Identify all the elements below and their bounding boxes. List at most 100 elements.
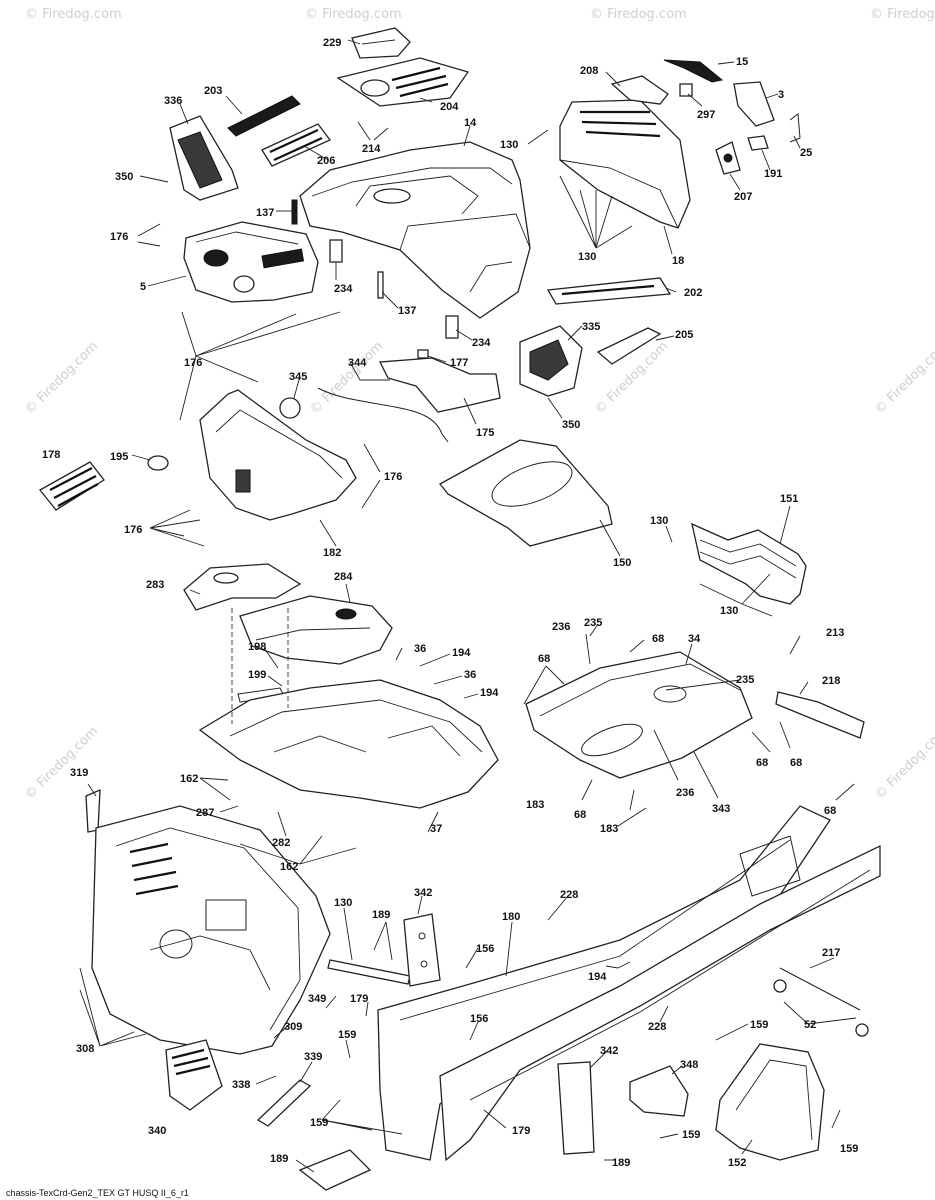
- callout-36: 36: [414, 643, 426, 655]
- callout-labels: 229 203 336 204 214 206 14 350 208 15 29…: [42, 37, 858, 1169]
- callout-308: 308: [76, 1043, 94, 1055]
- part-5-dash: [183, 221, 319, 303]
- callout-37: 37: [430, 823, 442, 835]
- callout-194: 194: [588, 971, 607, 983]
- callout-342: 342: [600, 1045, 618, 1057]
- callout-162: 162: [280, 861, 298, 873]
- part-202-grille: [546, 277, 672, 305]
- callout-68: 68: [652, 633, 664, 645]
- callout-228: 228: [648, 1021, 666, 1033]
- part-175-bracket: [378, 357, 501, 413]
- callout-36: 36: [464, 669, 476, 681]
- callout-180: 180: [502, 911, 520, 923]
- callout-207: 207: [734, 191, 752, 203]
- part-25-clip: [789, 113, 801, 143]
- part-344-cable: [317, 387, 449, 443]
- part-195-plug: [147, 455, 169, 471]
- callout-350: 350: [115, 171, 133, 183]
- callout-68: 68: [756, 757, 768, 769]
- callout-189: 189: [372, 909, 390, 921]
- callout-183: 183: [600, 823, 618, 835]
- callout-206: 206: [317, 155, 335, 167]
- callout-5: 5: [140, 281, 146, 293]
- callout-189: 189: [270, 1153, 288, 1165]
- part-284-cover: [239, 595, 393, 665]
- callout-137: 137: [256, 207, 274, 219]
- callout-235: 235: [584, 617, 602, 629]
- part-189-bracket: [298, 1149, 372, 1191]
- part-178-grille: [39, 461, 105, 511]
- callout-150: 150: [613, 557, 631, 569]
- part-342-bracket: [403, 913, 441, 987]
- part-191-bracket: [747, 135, 769, 151]
- part-3-emblem: [733, 81, 775, 127]
- callout-68: 68: [538, 653, 550, 665]
- part-205-bracket: [596, 327, 662, 365]
- callout-156: 156: [470, 1013, 488, 1025]
- watermark: © Firedog.com: [22, 339, 101, 418]
- part-348-cover: [629, 1065, 689, 1117]
- part-18-nose: [559, 99, 691, 229]
- callout-319: 319: [70, 767, 88, 779]
- callout-229: 229: [323, 37, 341, 49]
- part-345-plug: [279, 397, 301, 419]
- watermark: © Firedog.com: [307, 339, 386, 418]
- part-14-hood: [299, 141, 531, 319]
- callout-3: 3: [778, 89, 784, 101]
- part-319-bracket: [85, 788, 101, 833]
- callout-338: 338: [232, 1079, 250, 1091]
- part-151-bracket: [691, 522, 807, 605]
- callout-350: 350: [562, 419, 580, 431]
- callout-68: 68: [574, 809, 586, 821]
- callout-349: 349: [308, 993, 326, 1005]
- callout-234: 234: [334, 283, 353, 295]
- watermark: © Firedog.com: [872, 724, 935, 803]
- callout-130: 130: [500, 139, 518, 151]
- part-150-tray: [439, 439, 613, 547]
- callout-218: 218: [822, 675, 840, 687]
- callout-176: 176: [110, 231, 128, 243]
- callout-339: 339: [304, 1051, 322, 1063]
- watermark: © Firedog.com: [25, 7, 122, 22]
- callout-179: 179: [512, 1125, 530, 1137]
- part-177-clip: [417, 349, 429, 359]
- watermark: © Firedog.com: [22, 724, 101, 803]
- callout-195: 195: [110, 451, 128, 463]
- part-336-side-panel: [169, 115, 239, 201]
- diagram-caption: chassis-TexCrd-Gen2_TEX GT HUSQ II_6_r1: [6, 1188, 189, 1198]
- callout-335: 335: [582, 321, 600, 333]
- callout-340: 340: [148, 1125, 166, 1137]
- callout-175: 175: [476, 427, 494, 439]
- callout-203: 203: [204, 85, 222, 97]
- callout-234: 234: [472, 337, 491, 349]
- callout-34: 34: [688, 633, 701, 645]
- callout-130: 130: [578, 251, 596, 263]
- part-234-pad: [329, 239, 459, 339]
- part-342-lower-bracket: [557, 1061, 595, 1155]
- callout-297: 297: [697, 109, 715, 121]
- part-137-strip: [291, 199, 384, 299]
- part-217-rod: [773, 967, 869, 1037]
- part-283-fender: [183, 563, 302, 611]
- part-208-lens: [610, 75, 669, 105]
- part-309-frame: [91, 805, 331, 1055]
- callout-183: 183: [526, 799, 544, 811]
- callout-68: 68: [790, 757, 802, 769]
- callout-336: 336: [164, 95, 182, 107]
- part-152-pan: [715, 1043, 825, 1161]
- callout-191: 191: [764, 168, 782, 180]
- callout-348: 348: [680, 1059, 698, 1071]
- part-207-headlight: [715, 141, 741, 175]
- callout-15: 15: [736, 56, 748, 68]
- callout-342: 342: [414, 887, 432, 899]
- part-339-bar: [256, 1079, 312, 1127]
- part-335-panel: [519, 325, 583, 397]
- part-218-bracket: [775, 691, 865, 739]
- callout-130: 130: [334, 897, 352, 909]
- callout-159: 159: [840, 1143, 858, 1155]
- part-15-strip: [663, 59, 724, 83]
- callout-309: 309: [284, 1021, 302, 1033]
- watermark-layer: © Firedog.com © Firedog.com © Firedog.co…: [22, 7, 935, 803]
- part-229-cover: [351, 27, 411, 59]
